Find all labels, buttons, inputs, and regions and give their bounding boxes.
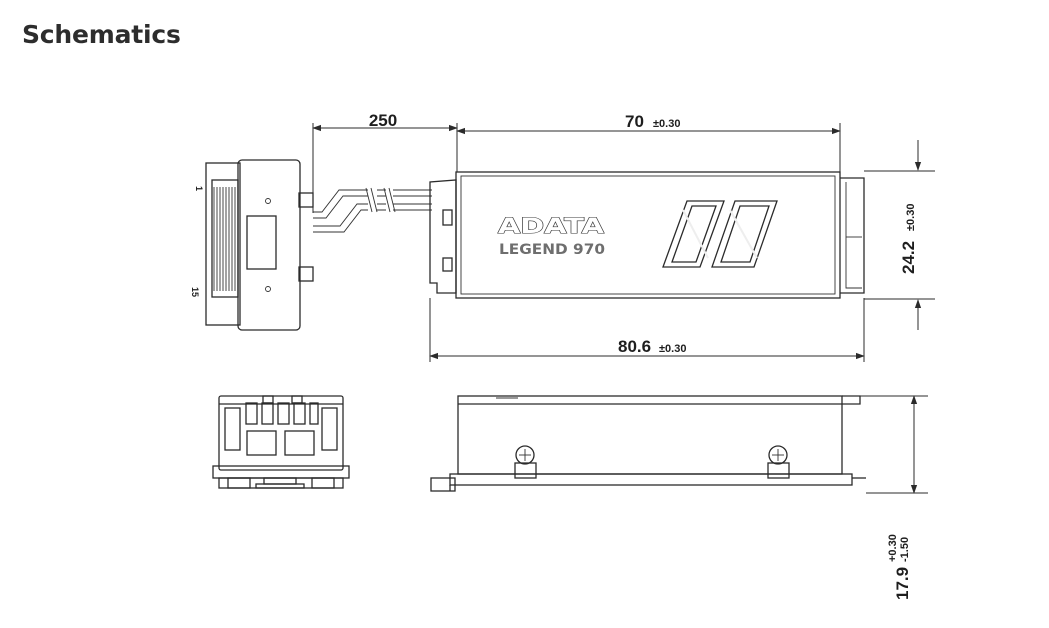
dim-width-tol: ±0.30 (905, 204, 917, 231)
dimension-width: 24.2 ±0.30 (864, 140, 935, 330)
dim-height: 17.9 (893, 567, 912, 600)
side-view (430, 395, 866, 492)
screw-right (767, 445, 790, 479)
dimension-heatsink-length: 70 ±0.30 (456, 112, 841, 172)
dimension-height: 17.9 +0.30 -1.50 (860, 395, 928, 600)
dim-width: 24.2 (899, 241, 918, 274)
dim-height-tol-plus: +0.30 (887, 534, 899, 562)
connector-top-view: 1 15 (190, 159, 314, 331)
ssd-top-view: ADATA LEGEND 970 (429, 171, 865, 299)
dim-total-length: 80.6 (618, 337, 651, 356)
dim-heatsink-length-tol: ±0.30 (653, 118, 680, 130)
model-name: LEGEND 970 (499, 242, 605, 258)
fan-emblem (662, 200, 778, 268)
brand-logo: ADATA (498, 214, 605, 238)
screw-left (514, 445, 537, 479)
end-view (212, 395, 350, 489)
connector-pin-lines (213, 187, 236, 291)
pin-label-last: 15 (190, 287, 200, 297)
pin-label-first: 1 (194, 186, 204, 191)
dim-height-tol-minus: -1.50 (899, 537, 911, 562)
dim-heatsink-length: 70 (625, 112, 644, 131)
dim-total-length-tol: ±0.30 (659, 343, 686, 355)
dimension-total-length: 80.6 ±0.30 (429, 298, 865, 362)
cable (313, 186, 432, 233)
dim-cable-length: 250 (369, 111, 397, 130)
page-title: Schematics (22, 20, 181, 49)
dimension-cable-length: 250 (312, 111, 458, 213)
